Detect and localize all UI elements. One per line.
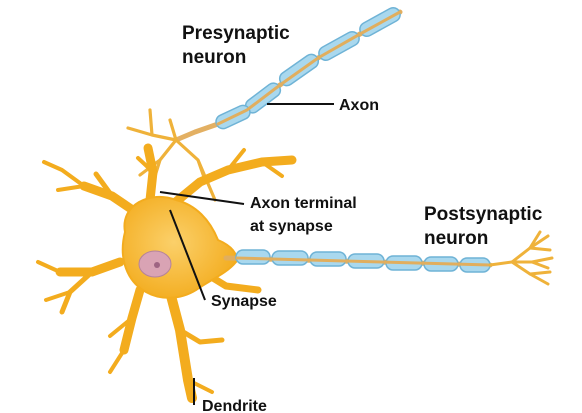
presynaptic-label-line2: neuron (182, 47, 246, 68)
dendrite-label: Dendrite (202, 398, 267, 413)
postsynaptic-label-line2: neuron (424, 228, 488, 249)
axon-label: Axon (339, 97, 379, 114)
presynaptic-label-line1: Presynaptic (182, 23, 290, 44)
synapse-label: Synapse (211, 293, 277, 310)
nucleolus (154, 262, 160, 268)
postsynaptic-label-line1: Postsynaptic (424, 204, 543, 225)
axon-terminal-label-line2: at synapse (250, 218, 333, 235)
presynaptic-branches (128, 110, 215, 200)
axon-terminal-label-line1: Axon terminal (250, 195, 357, 212)
postsynaptic-axon-terminals (490, 232, 552, 284)
